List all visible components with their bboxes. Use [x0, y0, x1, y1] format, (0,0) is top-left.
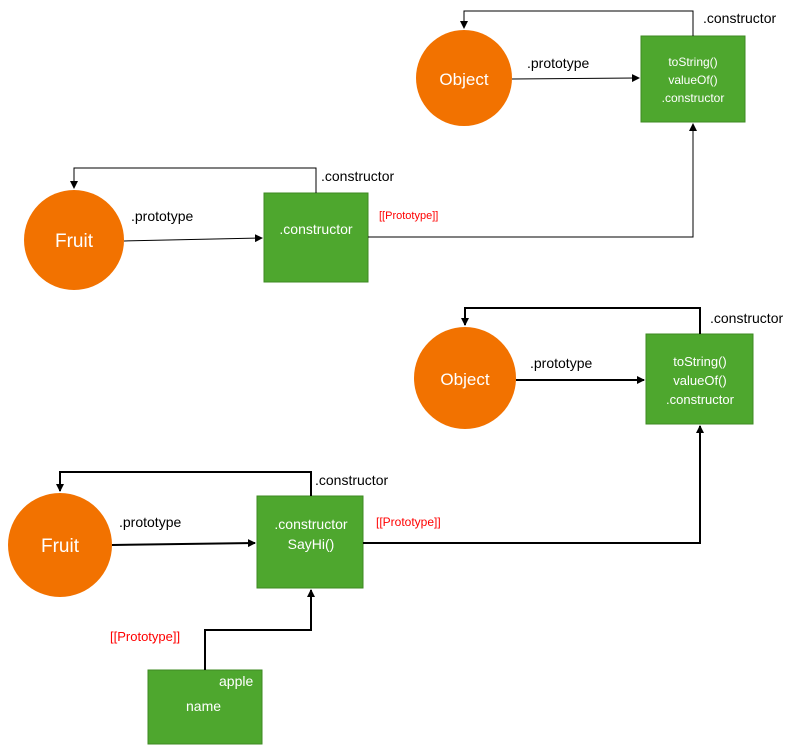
top-fruit-box-text: .constructor — [279, 221, 352, 237]
bottom-fruit-constructor-arrow — [56, 471, 312, 496]
bottom-object-constructor-arrow — [461, 307, 701, 334]
top-proto-link-label: [[Prototype]] — [379, 210, 438, 222]
bottom-fruit-prototype-label: .prototype — [119, 514, 181, 530]
top-fruit-circle-label: Fruit — [55, 231, 94, 252]
apple-proto-link-label: [[Prototype]] — [110, 629, 180, 644]
bottom-proto-link-arrow — [363, 425, 704, 544]
bottom-proto-link-label: [[Prototype]] — [376, 515, 441, 529]
top-fruit-constructor-label: .constructor — [321, 168, 394, 184]
bottom-fruit-box-line-1: .constructor — [274, 516, 347, 532]
bottom-object-circle — [414, 327, 516, 429]
bottom-diagram: Object toString() valueOf() .constructor… — [8, 307, 783, 745]
top-object-constructor-arrow — [460, 10, 694, 36]
bottom-fruit-constructor-label: .constructor — [315, 472, 388, 488]
bottom-fruit-circle-label: Fruit — [41, 536, 80, 557]
bottom-fruit-prototype-arrow — [111, 539, 256, 548]
bottom-fruit-box-line-2: SayHi() — [288, 536, 335, 552]
bottom-object-prototype-label: .prototype — [530, 355, 592, 371]
top-fruit-prototype-label: .prototype — [131, 208, 193, 224]
bottom-object-box-line-1: toString() — [673, 354, 726, 369]
bottom-fruit-prototype-box — [256, 495, 364, 589]
bottom-object-constructor-label: .constructor — [710, 310, 783, 326]
top-fruit-prototype-box — [263, 192, 369, 283]
bottom-fruit-circle — [8, 493, 112, 597]
top-fruit-constructor-arrow — [70, 167, 317, 193]
bottom-object-circle-label: Object — [440, 370, 489, 389]
top-object-circle — [416, 30, 512, 126]
apple-box-title: apple — [219, 673, 253, 689]
top-object-constructor-label: .constructor — [703, 10, 776, 26]
top-object-prototype-box — [640, 35, 746, 123]
bottom-object-prototype-box — [645, 333, 754, 425]
bottom-object-box-line-2: valueOf() — [673, 373, 726, 388]
apple-instance-box — [147, 669, 263, 745]
top-object-box-line-2: valueOf() — [668, 73, 717, 87]
top-object-prototype-label: .prototype — [527, 55, 589, 71]
top-proto-link-arrow — [368, 123, 697, 238]
top-fruit-prototype-arrow — [123, 234, 263, 243]
apple-proto-link-arrow — [204, 589, 315, 670]
top-diagram: Object toString() valueOf() .constructor… — [24, 10, 776, 290]
apple-box-field: name — [186, 698, 221, 714]
top-object-box-line-3: .constructor — [662, 91, 725, 105]
top-object-prototype-arrow — [511, 74, 640, 83]
top-fruit-circle — [24, 190, 124, 290]
top-object-box-line-1: toString() — [668, 55, 717, 69]
top-object-circle-label: Object — [439, 70, 488, 89]
bottom-object-box-line-3: .constructor — [666, 392, 735, 407]
